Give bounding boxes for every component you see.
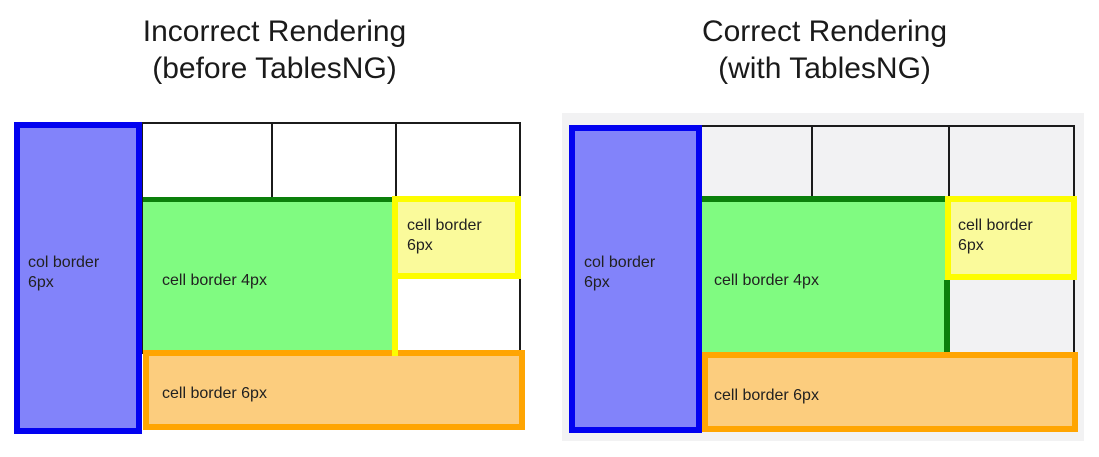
yellow-cell-label: cell border 6px — [407, 217, 482, 254]
green-cell — [702, 202, 945, 352]
panel-title: Incorrect Rendering (before TablesNG) — [0, 13, 549, 87]
correct-rendering-panel: Correct Rendering (with TablesNG) cell b… — [550, 0, 1099, 457]
blue-column: col border 6px — [14, 122, 142, 434]
header-column-divider — [271, 122, 273, 199]
green-cell-label: cell border 4px — [162, 272, 267, 289]
header-column-divider — [948, 125, 950, 200]
header-column-divider — [395, 122, 397, 199]
orange-cell: cell border 6px — [143, 350, 525, 430]
green-cell-top-border — [702, 196, 945, 202]
blue-column-label: col border 6px — [584, 254, 656, 291]
panel-title-line2: (before TablesNG) — [152, 52, 397, 85]
panel-title-line1: Incorrect Rendering — [142, 15, 407, 48]
orange-cell-label: cell border 6px — [162, 385, 267, 402]
orange-cell-label: cell border 6px — [714, 387, 819, 404]
yellow-cell: cell border 6px — [945, 196, 1077, 280]
green-cell-label: cell border 4px — [714, 272, 819, 289]
panel-title-line1: Correct Rendering — [701, 15, 948, 48]
panel-title: Correct Rendering (with TablesNG) — [550, 13, 1099, 87]
header-column-divider — [811, 125, 813, 200]
incorrect-rendering-panel: Incorrect Rendering (before TablesNG) ce… — [0, 0, 549, 457]
green-cell — [143, 202, 392, 352]
green-cell-top-border — [143, 197, 392, 202]
orange-cell: cell border 6px — [702, 352, 1078, 432]
blue-column: col border 6px — [569, 125, 702, 433]
yellow-cell-label: cell border 6px — [958, 217, 1033, 254]
blue-column-label: col border 6px — [28, 254, 100, 291]
yellow-border-strip — [392, 279, 398, 356]
green-cell-right-border — [944, 280, 950, 352]
panel-title-line2: (with TablesNG) — [718, 52, 931, 85]
yellow-cell: cell border 6px — [392, 196, 521, 279]
